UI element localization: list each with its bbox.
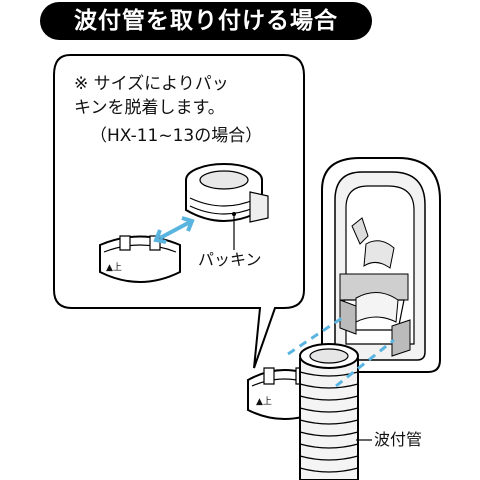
callout-bubble: [53, 54, 305, 369]
page-title: 波付管を取り付ける場合: [74, 8, 338, 34]
packing-illustration: [185, 163, 269, 250]
corrugated-pipe-label: 波付管: [374, 430, 423, 449]
packing-label: パッキン: [198, 250, 262, 269]
loose-packing: [99, 235, 181, 283]
note-line-3: （HX-11~13の場合）: [90, 126, 263, 146]
up-mark-loose: ▲上: [106, 263, 122, 273]
note-line-2: キンを脱着します。: [74, 98, 225, 118]
note-line-1: ※ サイズによりパッ: [74, 74, 229, 94]
guide-lines: [287, 316, 395, 388]
up-mark-attached: ▲上: [256, 397, 272, 407]
device-housing: [321, 157, 441, 373]
title-banner: 波付管を取り付ける場合: [40, 2, 372, 40]
corrugated-pipe: [299, 343, 359, 480]
swap-arrow-icon: [153, 216, 195, 244]
